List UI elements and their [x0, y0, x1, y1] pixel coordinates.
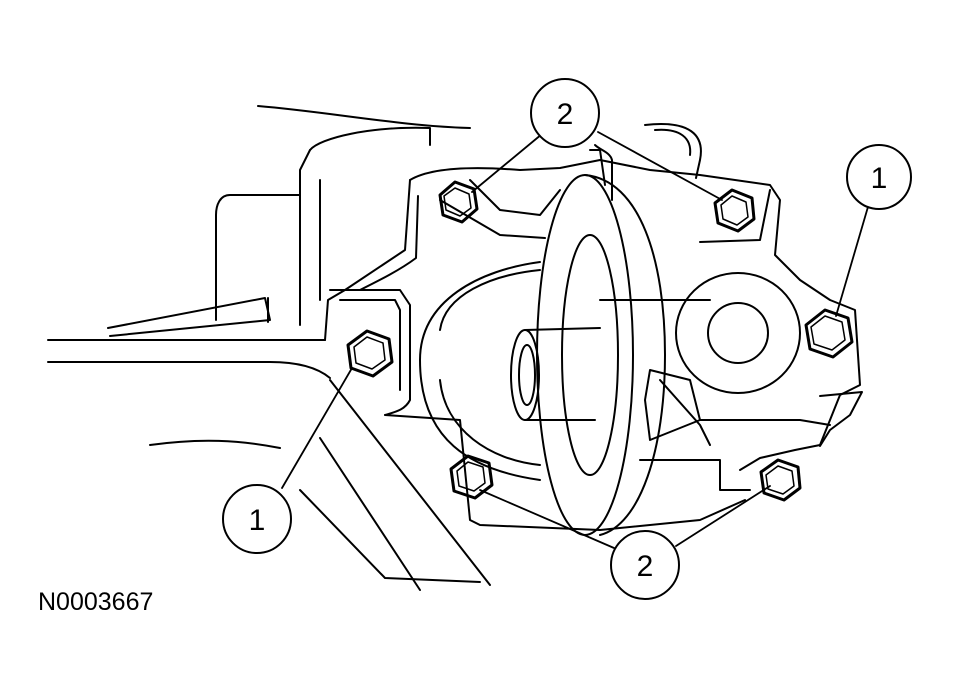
callout-1-right: 1 — [846, 144, 912, 210]
callout-2-bottom: 2 — [610, 530, 680, 600]
leader-lines — [281, 131, 871, 549]
bolt-top-right — [713, 188, 756, 233]
figure-id-label: N0003667 — [38, 588, 154, 616]
callout-1-left-label: 1 — [249, 504, 266, 537]
callout-1-right-label: 1 — [871, 162, 888, 195]
callout-1-left: 1 — [222, 484, 292, 554]
bolt-left — [346, 329, 394, 378]
housing-boss — [644, 272, 801, 446]
callout-2-bottom-label: 2 — [637, 550, 654, 583]
bolt-bottom-right — [759, 458, 802, 502]
bolt-bottom-left — [449, 454, 494, 500]
engine-block-outline — [47, 105, 702, 591]
pulley — [536, 144, 711, 536]
bolt-right — [804, 308, 854, 359]
callout-2-top: 2 — [530, 78, 600, 148]
bolt-top-left — [438, 180, 479, 224]
pump-housing — [324, 159, 863, 531]
shaft — [510, 327, 601, 421]
callout-2-top-label: 2 — [557, 98, 574, 131]
